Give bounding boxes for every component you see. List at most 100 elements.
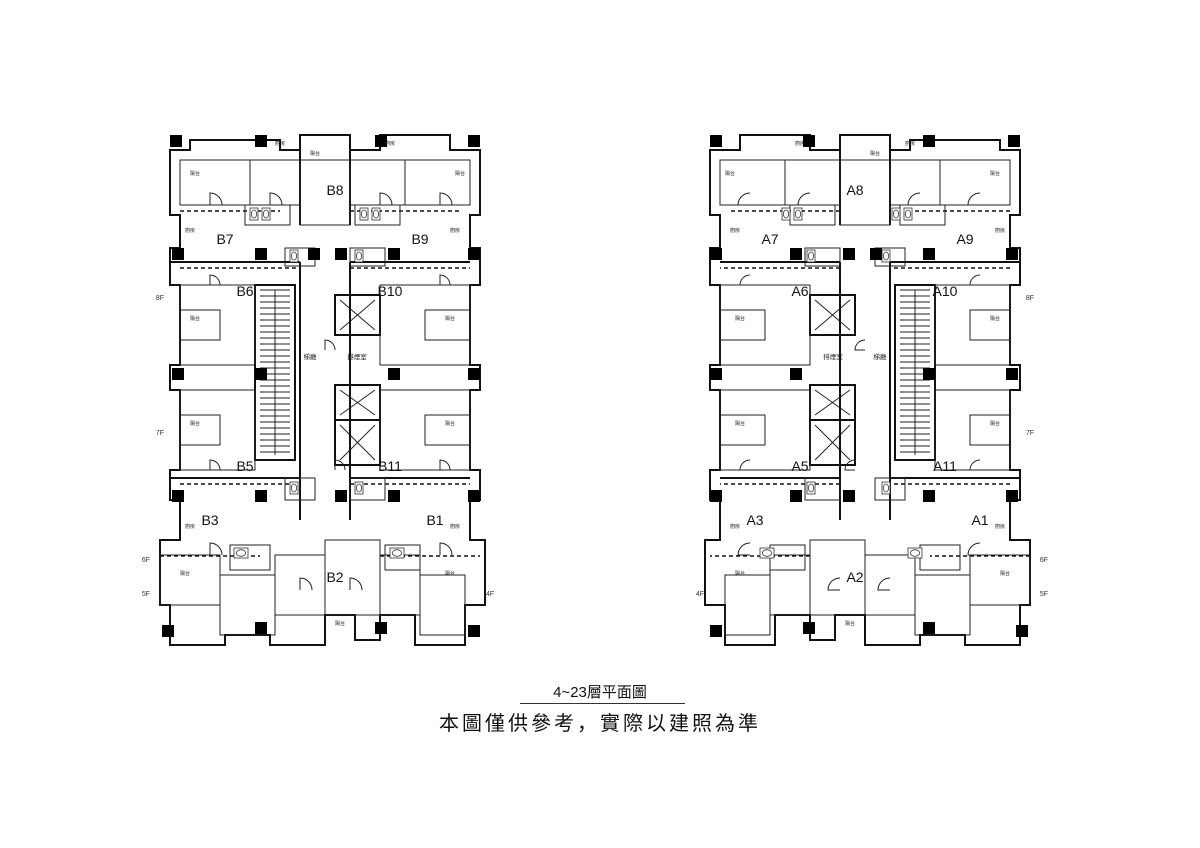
fixture-basin — [250, 209, 258, 219]
room — [349, 159, 406, 206]
wall — [339, 389, 376, 416]
room — [719, 309, 766, 341]
unit-label-a1: A1 — [971, 512, 988, 528]
structural-column — [468, 248, 480, 260]
room-tag-balcony: 陽台 — [335, 620, 345, 627]
door-swing — [739, 274, 751, 286]
room — [424, 414, 471, 446]
structural-column — [162, 625, 174, 637]
door-swing — [969, 274, 981, 286]
door-swing — [439, 459, 451, 471]
fixture-basin — [355, 251, 363, 261]
door-swing — [209, 459, 221, 471]
room — [249, 159, 301, 206]
fixture-basin — [807, 251, 815, 261]
room-tag-kitchen: 廚房 — [905, 140, 915, 147]
structural-column — [170, 135, 182, 147]
room — [769, 554, 811, 616]
structural-column — [923, 490, 935, 502]
structural-column — [923, 368, 935, 380]
structural-column — [468, 625, 480, 637]
fixture-basin — [892, 209, 900, 219]
room — [379, 554, 421, 616]
fixture-basin — [794, 209, 802, 219]
door-swing — [737, 542, 751, 556]
fixture-basin — [882, 483, 890, 493]
structural-column — [870, 248, 882, 260]
room — [419, 574, 466, 636]
building-a-plan: A8A9A7A10A6A11A5A1A3A2梯廳排煙室8F7F6F5F4F陽台陽… — [696, 134, 1048, 646]
room — [864, 554, 916, 616]
door-swing — [844, 459, 856, 471]
floor-tag: 8F — [1026, 295, 1034, 302]
fixture-basin — [882, 251, 890, 261]
door-swing — [439, 274, 451, 286]
fixture-basin — [355, 483, 363, 493]
door-swing — [739, 459, 751, 471]
room-tag-balcony: 陽台 — [310, 150, 320, 157]
door-swing — [907, 192, 921, 206]
structural-column — [468, 368, 480, 380]
room-tag-kitchen: 廚房 — [995, 523, 1005, 530]
plan-title: 4~23層平面圖 — [553, 684, 647, 701]
room — [424, 309, 471, 341]
door-swing — [334, 459, 346, 471]
floor-tag: 6F — [1040, 557, 1048, 564]
unit-label-a8: A8 — [846, 182, 863, 198]
bathroom — [919, 544, 961, 571]
door-swing — [969, 459, 981, 471]
room — [719, 414, 766, 446]
fixture-basin — [782, 209, 790, 219]
bathroom — [769, 544, 806, 571]
wall — [814, 389, 851, 416]
structural-column — [375, 622, 387, 634]
structural-column — [255, 622, 267, 634]
room-tag-balcony: 陽台 — [190, 420, 200, 427]
structural-column — [710, 368, 722, 380]
room-tag-balcony: 陽台 — [845, 620, 855, 627]
structural-column — [1006, 248, 1018, 260]
unit-label-b3: B3 — [201, 512, 218, 528]
room-tag-kitchen: 廚房 — [795, 140, 805, 147]
room-tag-kitchen: 廚房 — [450, 227, 460, 234]
room — [179, 159, 251, 206]
door-swing — [877, 577, 891, 591]
door-swing — [209, 192, 223, 206]
structural-column — [790, 368, 802, 380]
structural-column — [335, 248, 347, 260]
structural-column — [388, 368, 400, 380]
room-tag-balcony: 陽台 — [455, 170, 465, 177]
structural-column — [468, 135, 480, 147]
room — [179, 309, 221, 341]
unit-label-b5: B5 — [236, 458, 253, 474]
door-swing — [209, 542, 223, 556]
structural-column — [172, 248, 184, 260]
bathroom — [229, 544, 271, 571]
bathroom — [284, 477, 316, 501]
door-swing — [827, 577, 841, 591]
room-tag-balcony: 陽台 — [870, 150, 880, 157]
corridor-label: 梯廳 — [304, 352, 318, 361]
fixture-basin — [372, 209, 380, 219]
structural-column — [172, 368, 184, 380]
bathroom — [349, 477, 386, 501]
room-tag-balcony: 陽台 — [180, 570, 190, 577]
structural-column — [375, 135, 387, 147]
door-swing — [349, 577, 363, 591]
room — [404, 159, 471, 206]
room-tag-kitchen: 廚房 — [185, 523, 195, 530]
fixture-basin — [262, 209, 270, 219]
wall — [814, 299, 851, 331]
structural-column — [255, 135, 267, 147]
door-swing — [439, 542, 453, 556]
structural-column — [388, 248, 400, 260]
structural-column — [710, 625, 722, 637]
structural-column — [923, 135, 935, 147]
room — [179, 414, 221, 446]
structural-column — [1006, 368, 1018, 380]
room-tag-balcony: 陽台 — [990, 170, 1000, 177]
structural-column — [335, 490, 347, 502]
unit-label-b7: B7 — [216, 231, 233, 247]
